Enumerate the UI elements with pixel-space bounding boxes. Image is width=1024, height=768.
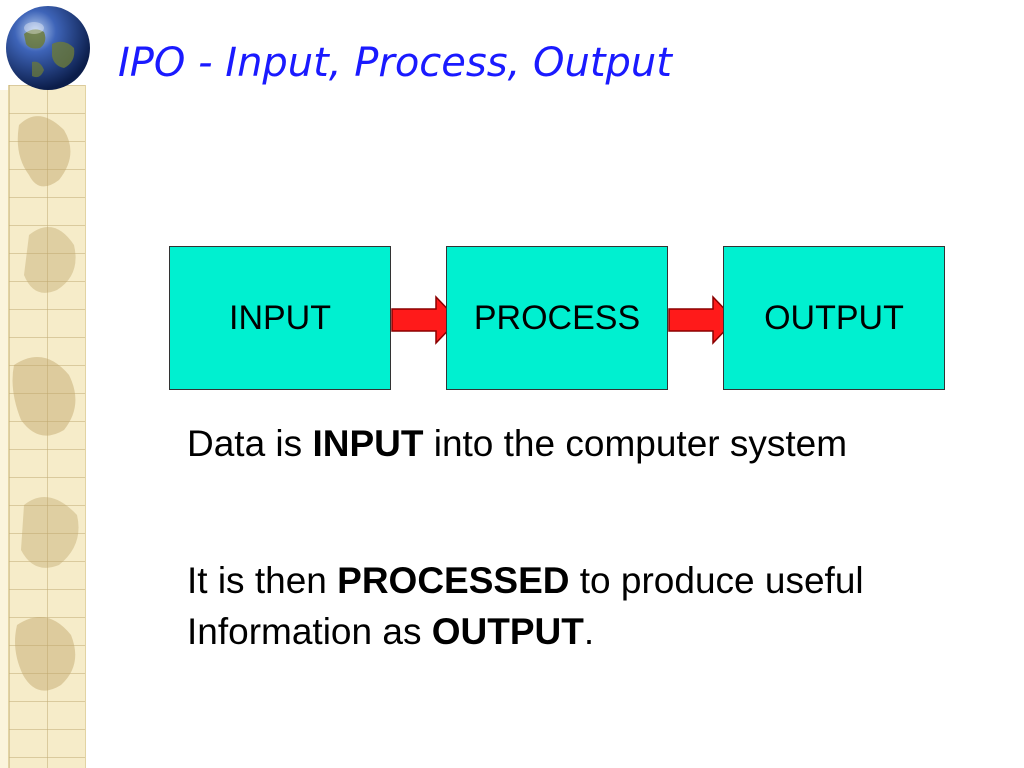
para2-text-1: It is then [187,560,338,601]
para2-bold-output: OUTPUT [431,611,584,652]
paragraph-input: Data is INPUT into the computer system [187,418,907,469]
para2-text-3: . [583,611,595,652]
map-silhouette-icon [12,116,79,691]
map-strip-decoration [8,85,86,768]
para2-bold-processed: PROCESSED [337,560,570,601]
input-box-label: INPUT [229,298,331,337]
output-box: OUTPUT [723,246,945,390]
input-box: INPUT [169,246,391,390]
slide-title: IPO - Input, Process, Output [118,40,672,86]
para1-bold-input: INPUT [312,423,424,464]
para1-text-2: into the computer system [423,423,848,464]
para1-text-1: Data is [187,423,313,464]
side-strip-edge [0,90,8,768]
process-box-label: PROCESS [473,298,641,337]
paragraph-process-output: It is then PROCESSED to produce useful I… [187,555,907,657]
para2-text-2: to produce useful Information as [187,560,864,652]
process-box: PROCESS [446,246,668,390]
globe-icon [4,4,92,92]
output-box-label: OUTPUT [764,298,904,337]
